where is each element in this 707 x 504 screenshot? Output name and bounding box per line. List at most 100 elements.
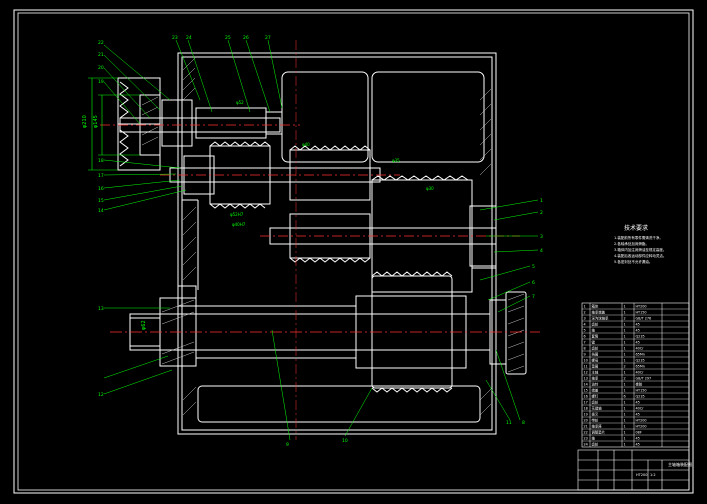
parts-list-cell: 齿轮 (592, 346, 599, 351)
parts-list-cell: 6 (584, 335, 586, 339)
parts-list-cell: 齿轮 (592, 322, 599, 327)
parts-list-cell: HT150 (636, 311, 647, 315)
parts-list-cell: 1 (624, 353, 626, 357)
parts-list-cell: 2 (584, 311, 586, 315)
dim-gear-bore: φ30 (426, 186, 434, 191)
callout-label: 6 (532, 280, 535, 286)
parts-list-cell: 65Mn (636, 365, 645, 369)
callout-label: 14 (98, 208, 104, 214)
parts-list-cell: 1 (624, 431, 626, 435)
parts-list-cell: 垫圈 (592, 364, 599, 369)
parts-list-cell: 45 (636, 443, 640, 447)
dim-shaft-two: φ40 (302, 142, 310, 147)
callout-label: 20 (98, 65, 104, 71)
parts-list-cell: HT200 (636, 425, 647, 429)
callout-label: 8 (522, 420, 525, 426)
parts-list-cell: 40Cr (636, 407, 645, 411)
parts-list-cell: 油封 (592, 382, 599, 387)
title-material: HT200 (636, 473, 647, 477)
parts-list-cell: 1 (624, 371, 626, 375)
callout-label: 13 (98, 306, 104, 312)
parts-list-cell: 挡圈 (592, 352, 599, 357)
parts-list-cell: 45 (636, 341, 640, 345)
pulley-hatch (141, 96, 159, 146)
callout-label: 24 (186, 35, 192, 41)
tech-requirement-item: 1.装配前所有零件需清洗干净。 (614, 235, 663, 240)
parts-list-cell: HT200 (636, 305, 647, 309)
callout-label: 16 (98, 186, 104, 192)
parts-list-cell: 12 (584, 371, 588, 375)
right-callouts: 1 2 3 4 5 6 7 8 (522, 198, 543, 426)
parts-list-cell: 7 (584, 341, 586, 345)
housing-hatch (182, 57, 492, 416)
parts-list-cell: 22 (584, 431, 588, 435)
parts-list-cell: 1 (624, 305, 626, 309)
parts-list-cell: Q235 (636, 395, 645, 399)
callout-label: 17 (98, 173, 104, 179)
parts-list-cell: 21 (584, 425, 588, 429)
parts-list-cell: 23 (584, 437, 588, 441)
title-block (577, 449, 690, 491)
callout-label: 3 (540, 234, 543, 240)
inner-frame (17, 12, 690, 491)
parts-list-cell: 65Mn (636, 353, 645, 357)
top-callouts: 23 24 25 26 27 (172, 35, 271, 41)
parts-list-cell: 拨叉 (592, 412, 599, 417)
parts-list-cell: 2 (624, 377, 626, 381)
callout-label: 2 (540, 210, 543, 216)
parts-list-cell: 1 (624, 335, 626, 339)
title-scale: 1:2 (650, 473, 656, 477)
parts-list-cell: 橡胶 (636, 382, 643, 387)
parts-list-cell: 1 (624, 443, 626, 447)
parts-list-cell: 齿轮 (592, 442, 599, 447)
parts-list-cell: 深沟球轴承 (592, 316, 610, 321)
dim-shaft-one: φ52 (236, 100, 244, 105)
parts-list-cell: 端盖 (592, 388, 599, 393)
parts-list-cell: 4 (584, 323, 586, 327)
parts-list-cell: 1 (624, 323, 626, 327)
parts-list-cell: 套筒 (592, 334, 599, 339)
tech-requirement-item: 4.装配后各运动部件应转动灵活。 (614, 253, 666, 258)
parts-list-cell: 轴 (592, 436, 596, 441)
parts-list-cell: 1 (624, 329, 626, 333)
parts-list-cell: 带轮 (592, 418, 599, 423)
technical-requirements: 技术要求 1.装配前所有零件需清洗干净。 2.各轴承处加润滑脂。 3.箱体内加注… (614, 224, 666, 264)
parts-list-cell: 键 (592, 340, 596, 345)
parts-list-cell: 45 (636, 329, 640, 333)
parts-list-cell: 45 (636, 437, 640, 441)
parts-list-cell: 15 (584, 389, 588, 393)
outer-frame (13, 9, 694, 494)
dim-shaft-three: φ35 (392, 158, 400, 163)
parts-list-cell: 轴 (592, 328, 596, 333)
callout-label: 7 (532, 294, 535, 300)
dim-fit-one: φ52H7 (230, 212, 244, 217)
parts-list-cell: 2 (624, 365, 626, 369)
tech-requirement-item: 3.箱体内加注润滑油至规定高度。 (614, 247, 666, 252)
leader-lines (103, 39, 539, 441)
callout-label: 5 (532, 264, 535, 270)
parts-list-cell: 9 (584, 353, 586, 357)
parts-list-cell: 花键轴 (592, 406, 603, 411)
dim-hub-diameter: φ145 (93, 115, 99, 128)
parts-list-cell: 1 (624, 383, 626, 387)
parts-list-cell: 18 (584, 407, 588, 411)
parts-list-cell: 13 (584, 377, 588, 381)
parts-list-cell: 1 (624, 407, 626, 411)
parts-list-cell: 5 (584, 329, 586, 333)
parts-list-cell: Q235 (636, 359, 645, 363)
parts-list-cell: 1 (624, 413, 626, 417)
parts-list-cell: 1 (624, 401, 626, 405)
callout-label: 15 (98, 198, 104, 204)
parts-list-cell: 1 (624, 425, 626, 429)
parts-list-cell: 主轴 (592, 370, 599, 375)
parts-list-cell: 螺钉 (592, 394, 599, 399)
parts-list-cell: 箱体 (592, 304, 599, 309)
callout-label: 21 (98, 52, 104, 58)
parts-list-cell: 24 (584, 443, 588, 447)
parts-list-cell: 3 (584, 317, 586, 321)
parts-list-cell: 40Cr (636, 347, 645, 351)
spindle-hatch (161, 293, 525, 373)
parts-list-cell: 8 (584, 347, 586, 351)
